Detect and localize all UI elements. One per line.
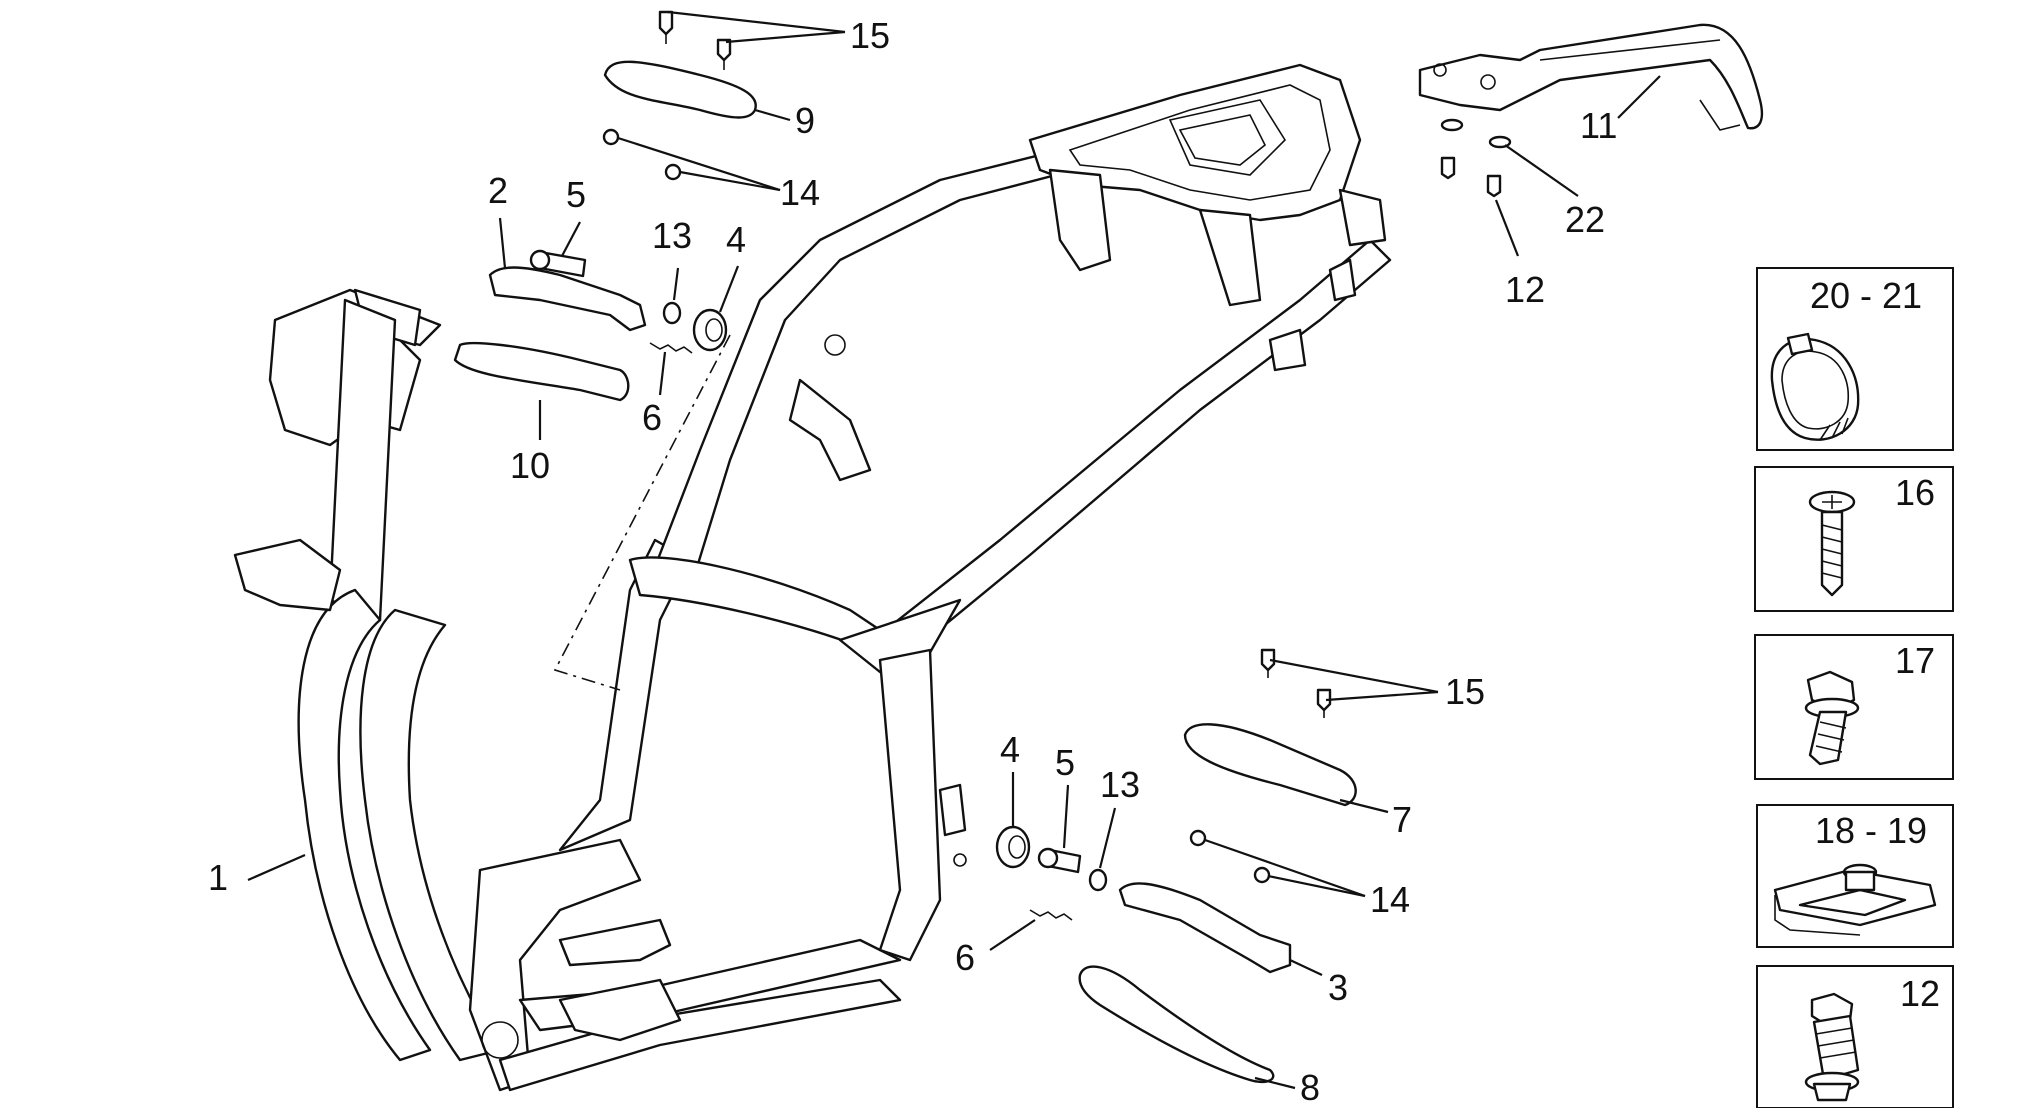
trim-cover-10 (453, 341, 630, 402)
grab-rail-11 (1418, 23, 1764, 131)
washer-13-lower (1088, 868, 1108, 892)
callout-5-lower: 5 (1055, 742, 1075, 783)
hex-flange-bolt-icon (1804, 670, 1860, 766)
detail-box-17: 17 (1754, 634, 1954, 780)
callout-5-top: 5 (566, 174, 586, 215)
bolt-5-lower (1037, 847, 1082, 874)
callout-14-top: 14 (780, 172, 820, 213)
callout-13-top: 13 (652, 215, 692, 256)
grommet-4-top (692, 308, 728, 352)
callout-14-lower: 14 (1370, 879, 1410, 920)
callout-11: 11 (1580, 105, 1617, 146)
callout-4-top: 4 (726, 219, 746, 260)
box-label-12: 12 (1900, 973, 1940, 1014)
callout-8: 8 (1300, 1067, 1320, 1108)
callout-13-lower: 13 (1100, 764, 1140, 805)
hose-clamp-icon (1770, 332, 1860, 441)
detail-box-16: 16 (1754, 466, 1954, 612)
spring-6-lower (1029, 909, 1073, 921)
bracket-2 (488, 266, 647, 332)
flange-bolt-icon (1804, 992, 1860, 1102)
washer-22 (1440, 118, 1512, 149)
detail-box-20-21: 20 - 21 (1756, 267, 1954, 451)
callout-22: 22 (1565, 199, 1605, 240)
callout-12-top: 12 (1505, 269, 1545, 310)
box-label-16: 16 (1895, 472, 1935, 513)
leader-lines (247, 10, 1661, 1090)
nut-14-top (602, 128, 682, 181)
callout-9: 9 (795, 100, 815, 141)
nut-14-lower (1189, 829, 1271, 884)
callout-15-top: 15 (850, 15, 890, 56)
trim-cover-8 (1078, 965, 1275, 1084)
trim-cover-7 (1183, 723, 1357, 807)
flat-head-screw-icon (1808, 490, 1856, 597)
bolt-12-rail (1440, 156, 1502, 198)
box-label-18-19: 18 - 19 (1815, 810, 1927, 851)
callout-15-lower: 15 (1445, 671, 1485, 712)
callout-labels: 15 9 14 2 5 13 4 6 10 1 11 22 12 15 4 5 … (208, 15, 1617, 1108)
detail-box-18-19: 18 - 19 (1756, 804, 1954, 948)
scooter-frame (233, 63, 1392, 1092)
screw-15-lower (1260, 648, 1332, 718)
callout-1: 1 (208, 857, 228, 898)
trim-cover-9 (603, 60, 757, 119)
box-label-17: 17 (1895, 640, 1935, 681)
callout-6-top: 6 (642, 397, 662, 438)
callout-7: 7 (1392, 799, 1412, 840)
speed-nut-clip-icon (1773, 863, 1937, 936)
callout-4-lower: 4 (1000, 729, 1020, 770)
box-label-20-21: 20 - 21 (1810, 275, 1922, 316)
spring-6-top (649, 342, 693, 354)
screw-15-top (658, 10, 732, 70)
callout-2: 2 (488, 170, 508, 211)
callout-6-lower: 6 (955, 937, 975, 978)
bracket-3 (1118, 882, 1292, 974)
callout-3: 3 (1328, 967, 1348, 1008)
callout-10: 10 (510, 445, 550, 486)
bolt-5-top (529, 249, 587, 278)
washer-13-top (662, 301, 682, 325)
detail-box-12: 12 (1756, 965, 1954, 1108)
grommet-4-lower (995, 825, 1031, 869)
